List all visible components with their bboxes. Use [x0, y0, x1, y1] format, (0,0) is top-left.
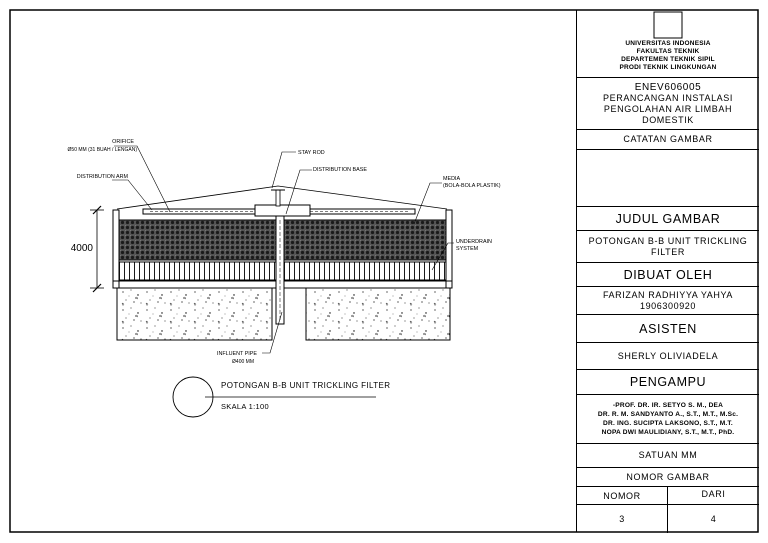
tank-wall-left — [112, 209, 120, 289]
institution-line: UNIVERSITAS INDONESIA — [625, 40, 711, 47]
author-name: FARIZAN RADHIYYA YAHYA — [602, 289, 734, 300]
caption-title: POTONGAN B-B UNIT TRICKLING FILTER — [221, 381, 390, 390]
stay-rod — [275, 189, 281, 207]
notes-header: CATATAN GAMBAR — [577, 129, 759, 149]
distribution-base — [254, 204, 311, 217]
drawing-title-line: FILTER — [651, 246, 685, 257]
institution-line: DEPARTEMEN TEKNIK SIPIL — [621, 56, 715, 63]
lecturer-header-text: PENGAMPU — [629, 375, 707, 389]
label-stay-rod: STAY ROD — [298, 150, 325, 156]
assistant-header: ASISTEN — [577, 314, 759, 342]
trickling-filter-section: 4000 ORIFICE Ø50 MM (31 BUAH / LENGAN) D… — [68, 139, 501, 365]
sheet-number-header-text: NOMOR GAMBAR — [626, 471, 710, 482]
drawing-title-line: POTONGAN B-B UNIT TRICKLING — [588, 235, 748, 246]
institution-block: UNIVERSITAS INDONESIA FAKULTAS TEKNIK DE… — [577, 36, 759, 76]
unit-text: SATUAN MM — [638, 450, 698, 460]
lecturer-line: NOPA DWI MAULIDIANY, S.T., M.T., PhD. — [601, 429, 735, 436]
caption-scale: SKALA 1:100 — [221, 402, 269, 411]
label-influent-detail: Ø400 MM — [232, 359, 254, 365]
notes-area — [577, 149, 759, 206]
assistant: SHERLY OLIVIADELA — [577, 342, 759, 369]
label-media: MEDIA — [443, 176, 460, 182]
made-by-header-text: DIBUAT OLEH — [623, 267, 713, 282]
number-value: 3 — [577, 504, 668, 533]
course-name-line: PERANCANGAN INSTALASI — [603, 92, 733, 103]
drawing-title-header: JUDUL GAMBAR — [577, 206, 759, 230]
lecturer-line: -PROF. DR. IR. SETYO S. M., DEA — [612, 402, 724, 409]
label-underdrain-detail: SYSTEM — [456, 246, 479, 252]
foundation-left — [116, 287, 273, 341]
institution-line: PRODI TEKNIK LINGKUNGAN — [619, 64, 717, 71]
author-id: 1906300920 — [639, 300, 697, 311]
label-media-detail: (BOLA-BOLA PLASTIK) — [443, 183, 501, 189]
label-influent-pipe: INFLUENT PIPE — [217, 351, 257, 357]
label-orifice-detail: Ø50 MM (31 BUAH / LENGAN) — [68, 147, 138, 153]
course-name-line: DOMESTIK — [642, 114, 694, 125]
lecturer-header: PENGAMPU — [577, 369, 759, 394]
sheet-number-values: 3 4 — [577, 504, 759, 533]
dimension-4000: 4000 — [71, 243, 94, 254]
of-value: 4 — [710, 513, 717, 524]
made-by-header: DIBUAT OLEH — [577, 262, 759, 286]
title-block: UNIVERSITAS INDONESIA FAKULTAS TEKNIK DE… — [576, 10, 759, 533]
lecturer-line: DR. R. M. SANDYANTO A., S.T., M.T., M.Sc… — [597, 411, 739, 418]
tank-wall-right — [445, 209, 453, 289]
drawing-title-header-text: JUDUL GAMBAR — [615, 211, 721, 226]
label-orifice: ORIFICE — [112, 139, 134, 145]
course-block: ENEV606005 PERANCANGAN INSTALASI PENGOLA… — [577, 77, 759, 129]
sheet-number-labels: NOMOR DARI — [577, 486, 759, 505]
assistant-header-text: ASISTEN — [639, 321, 697, 336]
course-name-line: PENGOLAHAN AIR LIMBAH — [603, 103, 733, 114]
label-distribution-arm: DISTRIBUTION ARM — [77, 174, 129, 180]
course-code: ENEV606005 — [634, 81, 702, 93]
institution-line: FAKULTAS TEKNIK — [636, 48, 700, 55]
unit: SATUAN MM — [577, 443, 759, 467]
university-logo — [653, 11, 683, 39]
sheet-border — [9, 9, 759, 533]
of-label: DARI — [701, 488, 726, 499]
label-underdrain: UNDERDRAIN — [456, 239, 492, 245]
drawing-caption: POTONGAN B-B UNIT TRICKLING FILTER SKALA… — [172, 376, 390, 418]
label-distribution-base: DISTRIBUTION BASE — [313, 167, 367, 173]
lecturer-line: DR. ING. SUCIPTA LAKSONO, S.T., M.T. — [603, 420, 733, 427]
assistant-name: SHERLY OLIVIADELA — [617, 350, 719, 361]
lecturers: -PROF. DR. IR. SETYO S. M., DEA DR. R. M… — [577, 394, 759, 443]
drawing-title: POTONGAN B-B UNIT TRICKLING FILTER — [577, 230, 759, 262]
sheet-number-header: NOMOR GAMBAR — [577, 467, 759, 486]
made-by: FARIZAN RADHIYYA YAHYA 1906300920 — [577, 286, 759, 314]
notes-header-text: CATATAN GAMBAR — [623, 134, 713, 144]
foundation-right — [305, 287, 451, 341]
number-label: NOMOR — [577, 486, 668, 505]
